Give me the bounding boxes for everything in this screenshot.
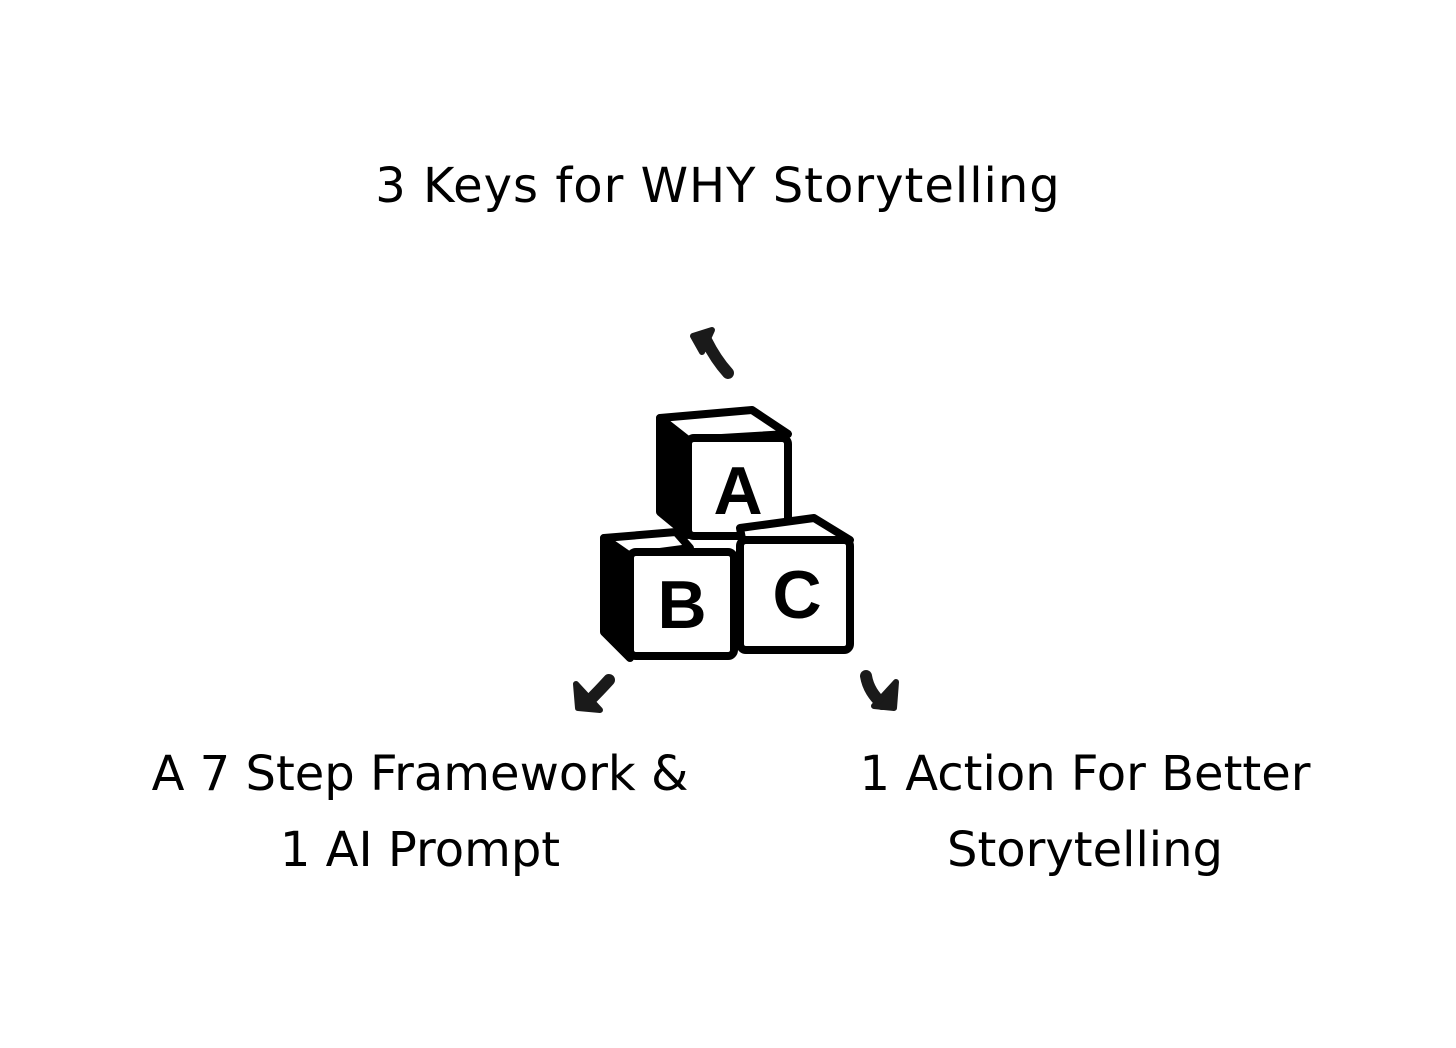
block-c-letter: C	[772, 557, 821, 633]
left-node-line-1: A 7 Step Framework &	[151, 746, 689, 802]
block-c: C	[736, 514, 854, 654]
top-node-label: 3 Keys for WHY Storytelling	[375, 158, 1061, 214]
abc-blocks-icon: A B C	[600, 406, 854, 662]
block-a: A	[656, 406, 792, 540]
block-a-letter: A	[713, 453, 762, 529]
arrow-down-right-icon	[860, 670, 899, 711]
block-b-letter: B	[657, 567, 706, 643]
right-node-line-2: Storytelling	[946, 822, 1224, 878]
left-node-label: A 7 Step Framework & 1 AI Prompt	[110, 750, 730, 902]
block-b: B	[600, 528, 738, 662]
right-node-line-1: 1 Action For Better	[859, 746, 1311, 802]
arrow-down-left-icon	[573, 674, 615, 713]
right-node-label: 1 Action For Better Storytelling	[805, 750, 1365, 902]
arrow-up-left-icon	[690, 327, 734, 379]
left-node-line-2: 1 AI Prompt	[279, 822, 561, 878]
